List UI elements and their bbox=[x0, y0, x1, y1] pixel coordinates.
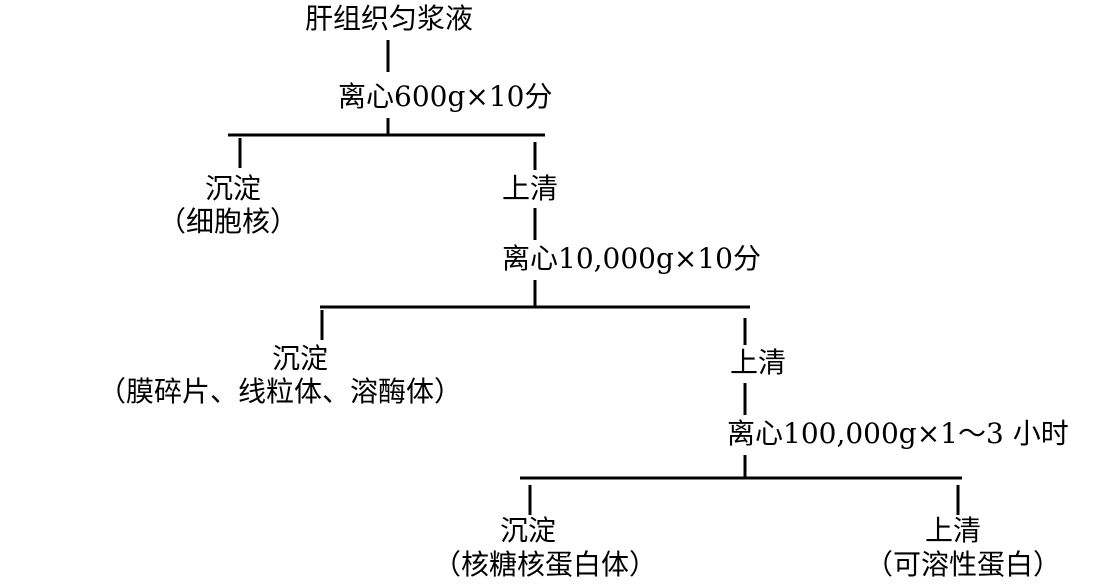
step2-spin: 离心10,000g×10分 bbox=[502, 242, 761, 275]
step1-spin: 离心600g×10分 bbox=[338, 80, 553, 113]
step2-supernatant: 上清 bbox=[730, 346, 787, 379]
step3-spin: 离心100,000g×1～3 小时 bbox=[727, 417, 1069, 450]
step3-supernatant-note: （可溶性蛋白） bbox=[865, 548, 1062, 581]
step3-pellet: 沉淀 bbox=[500, 514, 557, 547]
step3-supernatant: 上清 bbox=[925, 514, 982, 547]
step1-pellet: 沉淀 bbox=[205, 172, 262, 205]
root-node: 肝组织匀浆液 bbox=[305, 2, 474, 35]
step2-pellet: 沉淀 bbox=[272, 342, 329, 375]
step1-supernatant: 上清 bbox=[502, 172, 559, 205]
step2-pellet-note: （膜碎片、线粒体、溶酶体） bbox=[98, 375, 463, 408]
step3-pellet-note: （核糖核蛋白体） bbox=[433, 548, 658, 581]
step1-pellet-note: （细胞核） bbox=[158, 205, 299, 238]
